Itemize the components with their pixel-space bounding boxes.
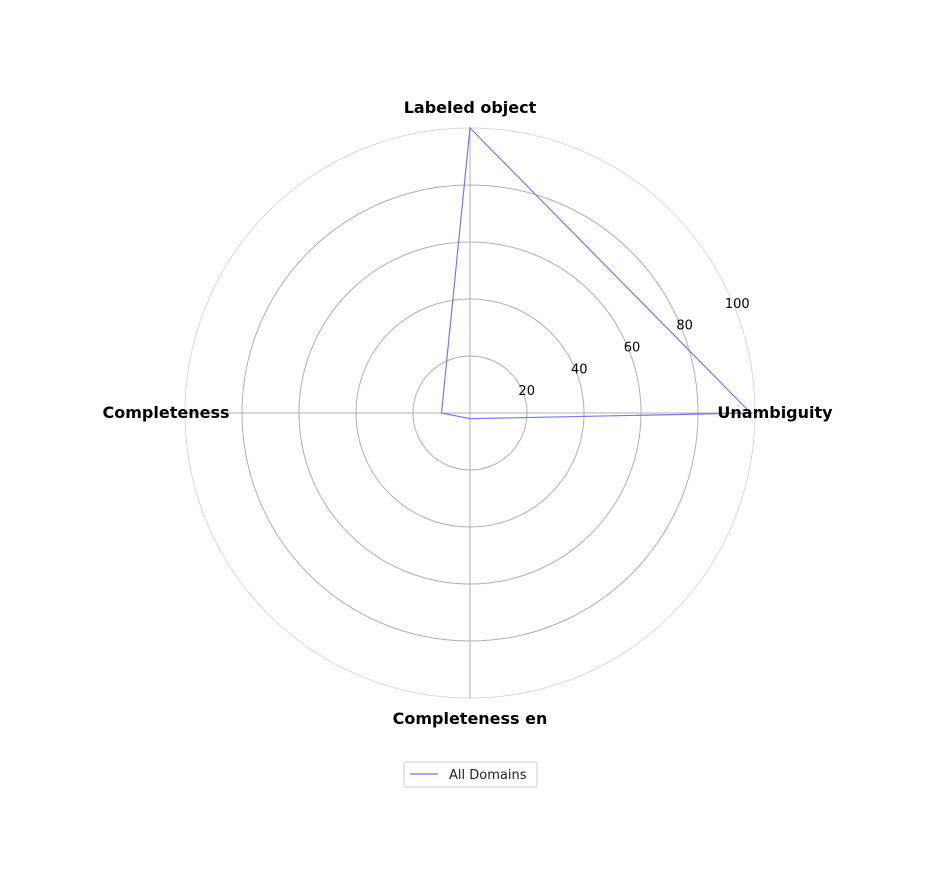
- axis-label-unambiguity: Unambiguity: [717, 403, 833, 422]
- r-tick-label-20: 20: [518, 384, 535, 399]
- radar-spokes: [185, 128, 755, 698]
- radar-series: [440, 126, 753, 420]
- legend: All Domains: [403, 761, 538, 788]
- radial-tick-labels: 20 40 60 80 100: [518, 297, 749, 399]
- axis-label-completeness: Completeness: [103, 403, 230, 422]
- legend-box: [403, 761, 538, 788]
- legend-label-all-domains: All Domains: [449, 768, 527, 783]
- r-tick-label-60: 60: [624, 341, 641, 356]
- axis-label-completeness-en: Completeness en: [393, 709, 548, 728]
- r-tick-label-80: 80: [676, 319, 693, 334]
- series-line-all-domains: [440, 126, 753, 420]
- axis-label-labeled-object: Labeled object: [404, 98, 537, 117]
- r-tick-label-40: 40: [571, 362, 588, 377]
- r-tick-label-100: 100: [725, 297, 750, 312]
